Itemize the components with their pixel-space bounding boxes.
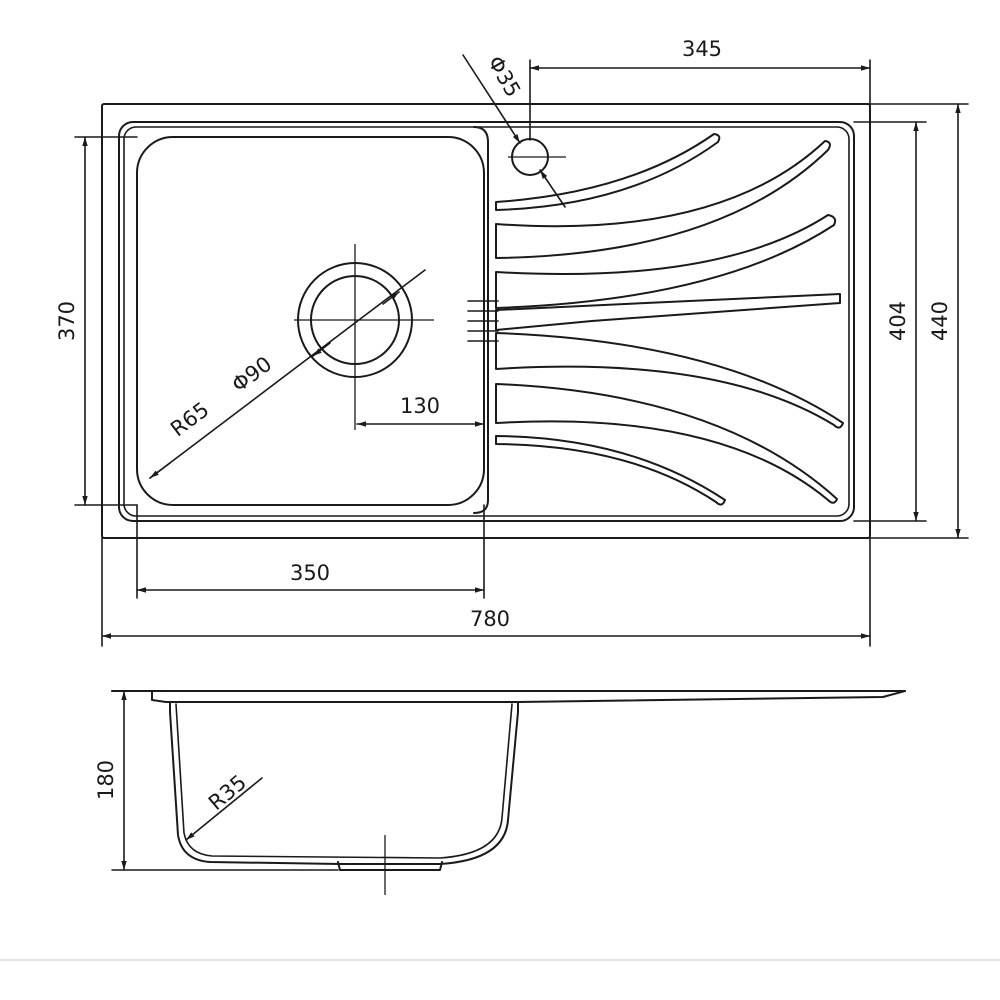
dim-top-width: 345	[529, 37, 871, 141]
dim-depth: 180	[94, 690, 339, 871]
dim-bottom-radius-label: R35	[204, 770, 251, 815]
dim-drain-offset-label: 130	[400, 394, 440, 418]
section-drainboard	[517, 690, 906, 703]
drain	[294, 244, 434, 430]
dim-bottom-radius: R35	[185, 770, 263, 841]
groove-1	[495, 133, 721, 211]
section-rim-inner	[151, 690, 519, 703]
dim-bowl-height: 370	[55, 136, 138, 506]
groove-center	[495, 293, 841, 331]
groove-5	[495, 383, 838, 504]
groove-3	[495, 214, 837, 309]
section-bowl-inner	[175, 703, 513, 859]
dim-outer-height-label: 440	[928, 301, 952, 341]
dim-inner-height: 404	[853, 121, 927, 522]
dim-tap-hole: Φ35	[462, 52, 566, 208]
groove-6	[495, 435, 726, 506]
sink-inner-rim	[118, 121, 855, 522]
dim-tap-hole-label: Φ35	[483, 52, 525, 101]
dim-total-width: 780	[101, 537, 871, 647]
dim-outer-height: 440	[869, 103, 969, 539]
dim-bowl-height-label: 370	[55, 301, 79, 341]
sink-outer-rim	[101, 103, 871, 539]
section-drain	[337, 861, 443, 871]
top-view: 345 Φ35 370 404 440	[55, 37, 969, 647]
bowl-divider	[473, 126, 489, 514]
drainboard-grooves	[495, 133, 844, 506]
dim-inner-height-label: 404	[886, 301, 910, 341]
dim-drain-diameter-label: Φ90	[227, 352, 276, 397]
side-view: 180 R35	[94, 690, 906, 895]
dim-bowl-width: 350	[136, 504, 485, 599]
dim-depth-label: 180	[94, 760, 118, 800]
groove-2	[495, 140, 831, 259]
groove-4	[495, 332, 844, 429]
dim-bowl-width-label: 350	[290, 561, 330, 585]
sink-inner-rim-edge	[123, 126, 850, 517]
overflow-marks	[467, 300, 499, 342]
dim-total-width-label: 780	[470, 607, 510, 631]
dim-drain-leader: R65 Φ90	[149, 269, 426, 479]
dim-drain-offset: 130	[356, 394, 485, 427]
section-bowl-outer	[169, 701, 519, 865]
dim-top-width-label: 345	[682, 37, 722, 61]
